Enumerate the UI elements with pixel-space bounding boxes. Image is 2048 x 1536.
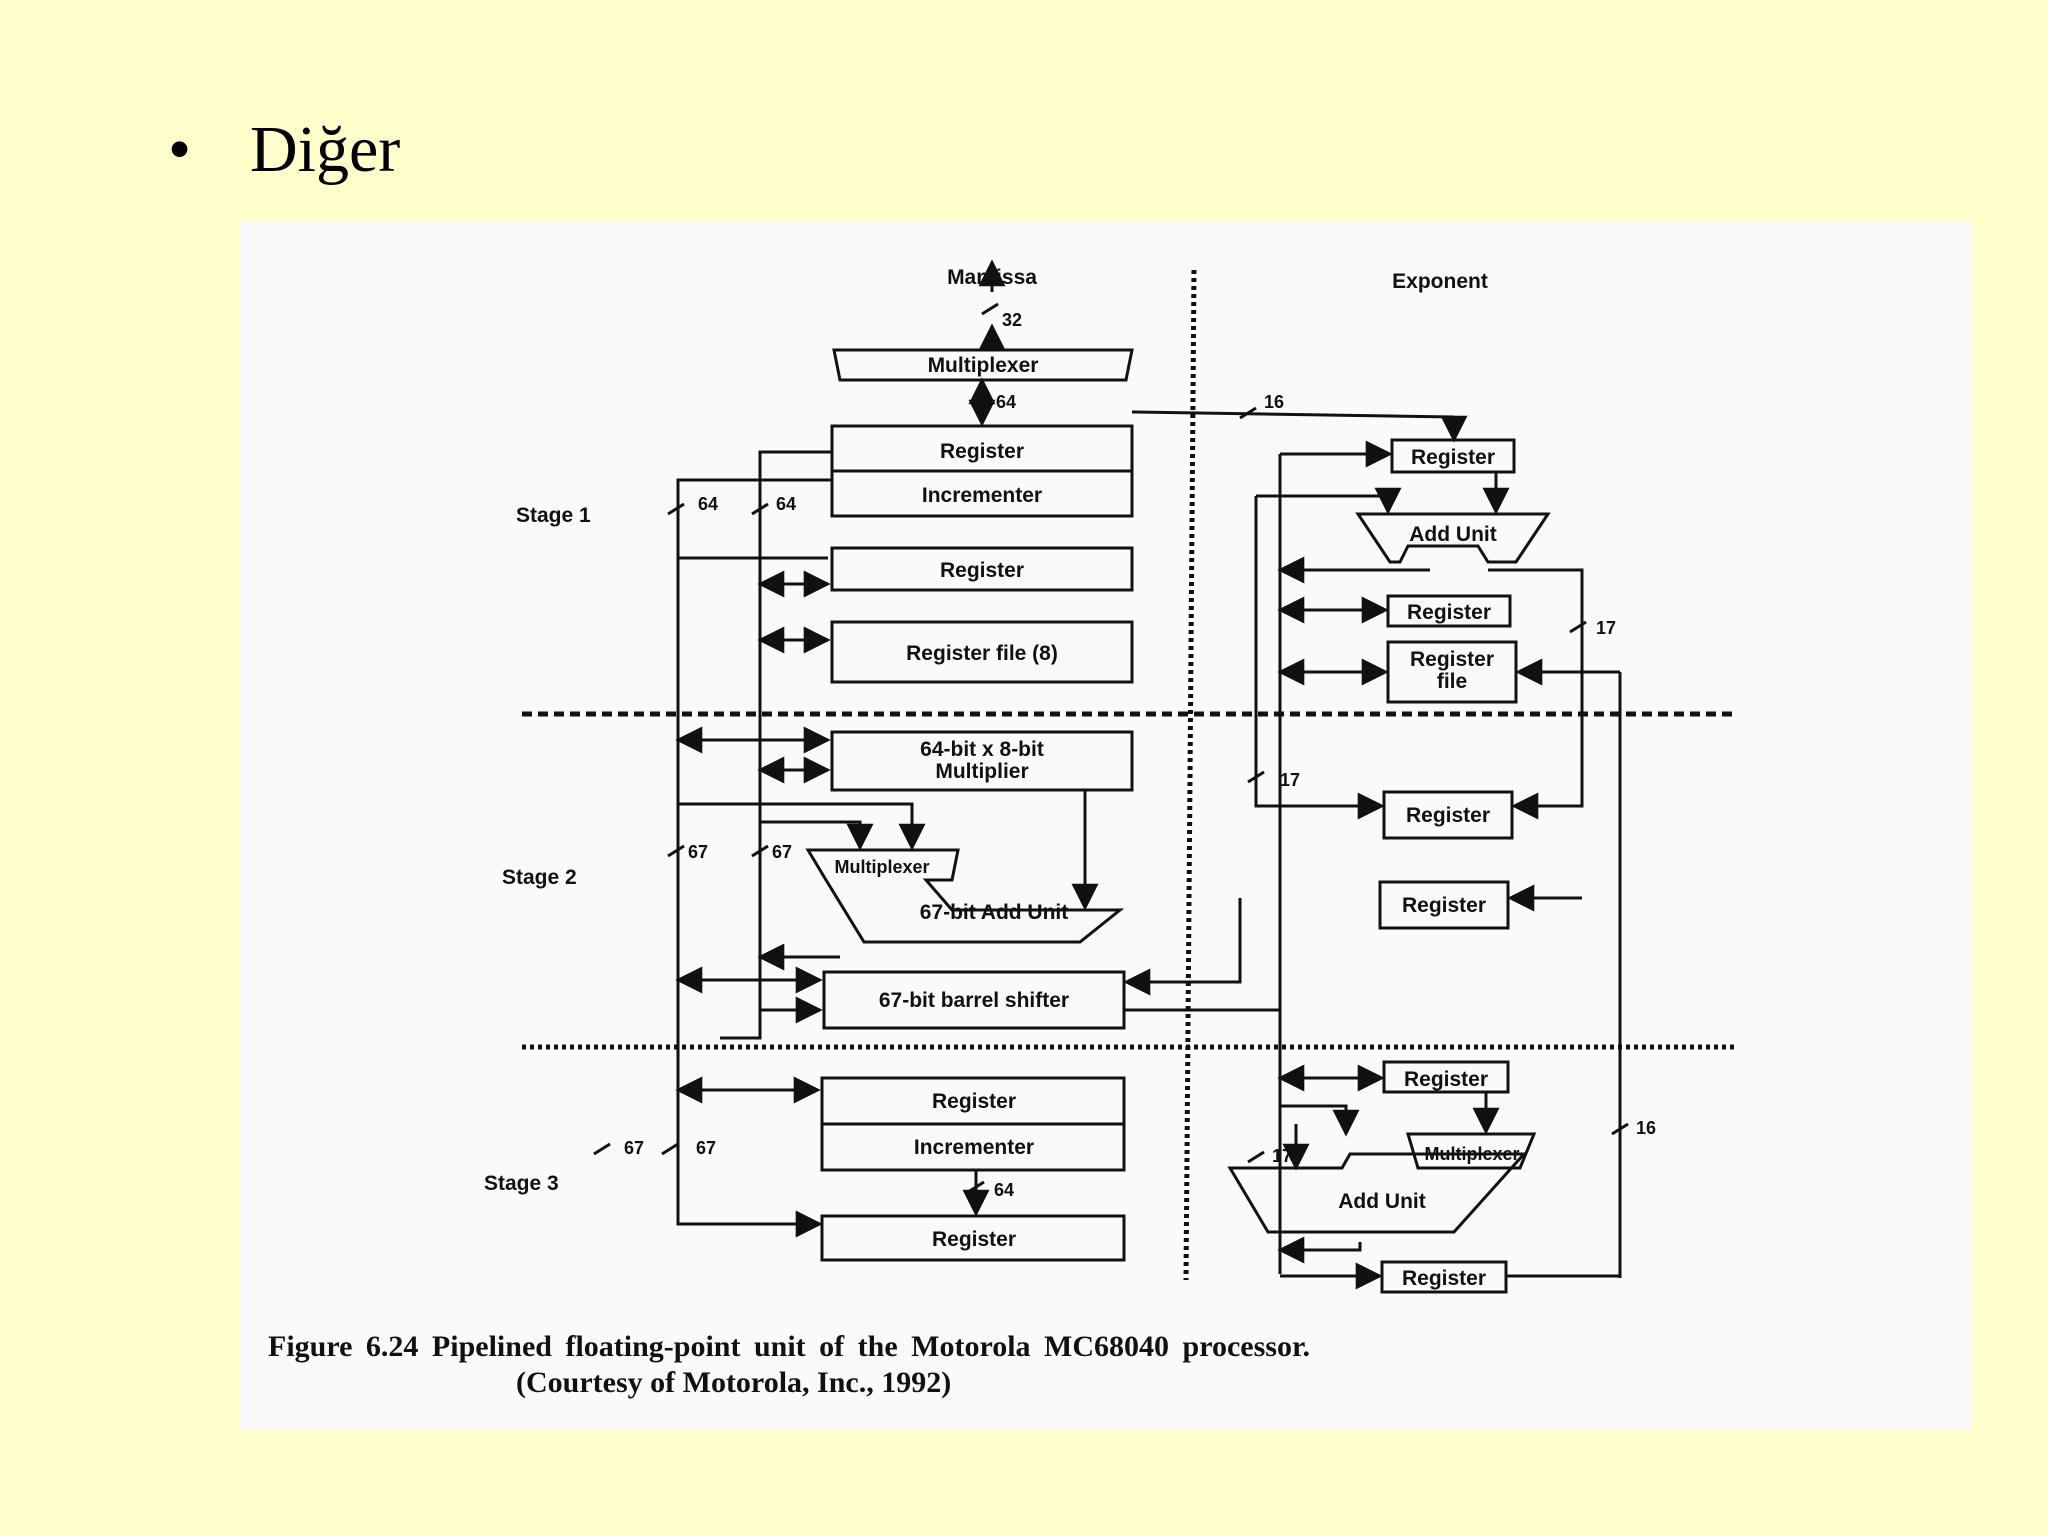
- bus-width-64-c: 64: [994, 1180, 1014, 1200]
- multiplexer-top: [832, 348, 1134, 382]
- register-s1b-label: Register: [940, 559, 1024, 582]
- register-s1-label: Register: [940, 440, 1024, 463]
- register-s3-label: Register: [932, 1090, 1016, 1113]
- exp-register-2-label: Register: [1407, 601, 1491, 624]
- bus-width-17-b: 17: [1280, 770, 1300, 790]
- exponent-label: Exponent: [1392, 270, 1488, 293]
- add-unit-67-label: 67-bit Add Unit: [920, 901, 1069, 924]
- incrementer-s3-label: Incrementer: [914, 1136, 1034, 1159]
- slide-heading: Diğer: [250, 113, 401, 186]
- register-file-8: [830, 620, 1134, 684]
- bus-width-32: 32: [1002, 310, 1022, 330]
- exp-register-6-label: Register: [1402, 1267, 1486, 1290]
- multiplier-box: [830, 730, 1134, 792]
- barrel-shifter-label: 67-bit barrel shifter: [879, 989, 1069, 1012]
- mantissa-label: Mantissa: [947, 266, 1037, 289]
- exp-add-unit-1: [1355, 512, 1551, 564]
- exp-register-4-label: Register: [1402, 894, 1486, 917]
- bus-width-67-d: 67: [696, 1138, 716, 1158]
- bus-width-64-top: 64: [996, 392, 1016, 412]
- exp-register-3-label: Register: [1406, 804, 1490, 827]
- exp-register-1-label: Register: [1411, 446, 1495, 469]
- bus-width-67-b: 67: [772, 842, 792, 862]
- slide-bullet-item: • Diğer: [168, 112, 400, 188]
- bus-width-64-a: 64: [698, 494, 718, 514]
- bus-width-64-b: 64: [776, 494, 796, 514]
- exp-add-unit-1-label: Add Unit: [1409, 523, 1496, 546]
- exp-add-unit-s3-label: Add Unit: [1338, 1190, 1425, 1213]
- stage3-label: Stage 3: [484, 1172, 559, 1195]
- bus-width-17-c: 17: [1272, 1146, 1292, 1166]
- bus-width-67-a: 67: [688, 842, 708, 862]
- register-s3-out-label: Register: [932, 1228, 1016, 1251]
- multiplier-label-1: 64-bit x 8-bit: [920, 738, 1044, 761]
- stage1-label: Stage 1: [516, 504, 591, 527]
- exp-register-5-label: Register: [1404, 1068, 1488, 1091]
- bus-width-16-b: 16: [1636, 1118, 1656, 1138]
- multiplier-label-2: Multiplier: [935, 760, 1028, 783]
- bus-width-16-top: 16: [1264, 392, 1284, 412]
- block-diagram: Mantissa Exponent 32 Multiplexer 64 16 R…: [484, 259, 1736, 1294]
- bullet-icon: •: [168, 113, 192, 186]
- add-unit-67-shape: [805, 848, 1125, 944]
- mantissa-exponent-divider: [1183, 269, 1197, 1281]
- register-file-8-label: Register file (8): [906, 642, 1058, 665]
- stage2-label: Stage 2: [502, 866, 577, 889]
- caption-line-2: (Courtesy of Motorola, Inc., 1992): [516, 1366, 952, 1399]
- incrementer-s1-label: Incrementer: [922, 484, 1042, 507]
- barrel-shifter-box: [822, 970, 1126, 1030]
- caption-line-1: Figure 6.24 Pipelined floating-point uni…: [268, 1330, 1311, 1363]
- bus-width-67-c: 67: [624, 1138, 644, 1158]
- multiplexer-s2-label: Multiplexer: [834, 857, 929, 877]
- register-s1b: [830, 546, 1134, 592]
- exp-multiplexer-s3-label: Multiplexer: [1424, 1144, 1519, 1164]
- exp-add-unit-s3: [1227, 1152, 1528, 1234]
- bus-width-17-a: 17: [1596, 618, 1616, 638]
- figure-caption: Figure 6.24 Pipelined floating-point uni…: [268, 1330, 1948, 1400]
- multiplexer-top-label: Multiplexer: [928, 354, 1039, 377]
- exp-register-file-label-1: Register: [1410, 648, 1494, 671]
- exp-register-file-label-2: file: [1437, 670, 1467, 693]
- fpu-pipeline-figure: Mantissa Exponent 32 Multiplexer 64 16 R…: [240, 222, 1972, 1430]
